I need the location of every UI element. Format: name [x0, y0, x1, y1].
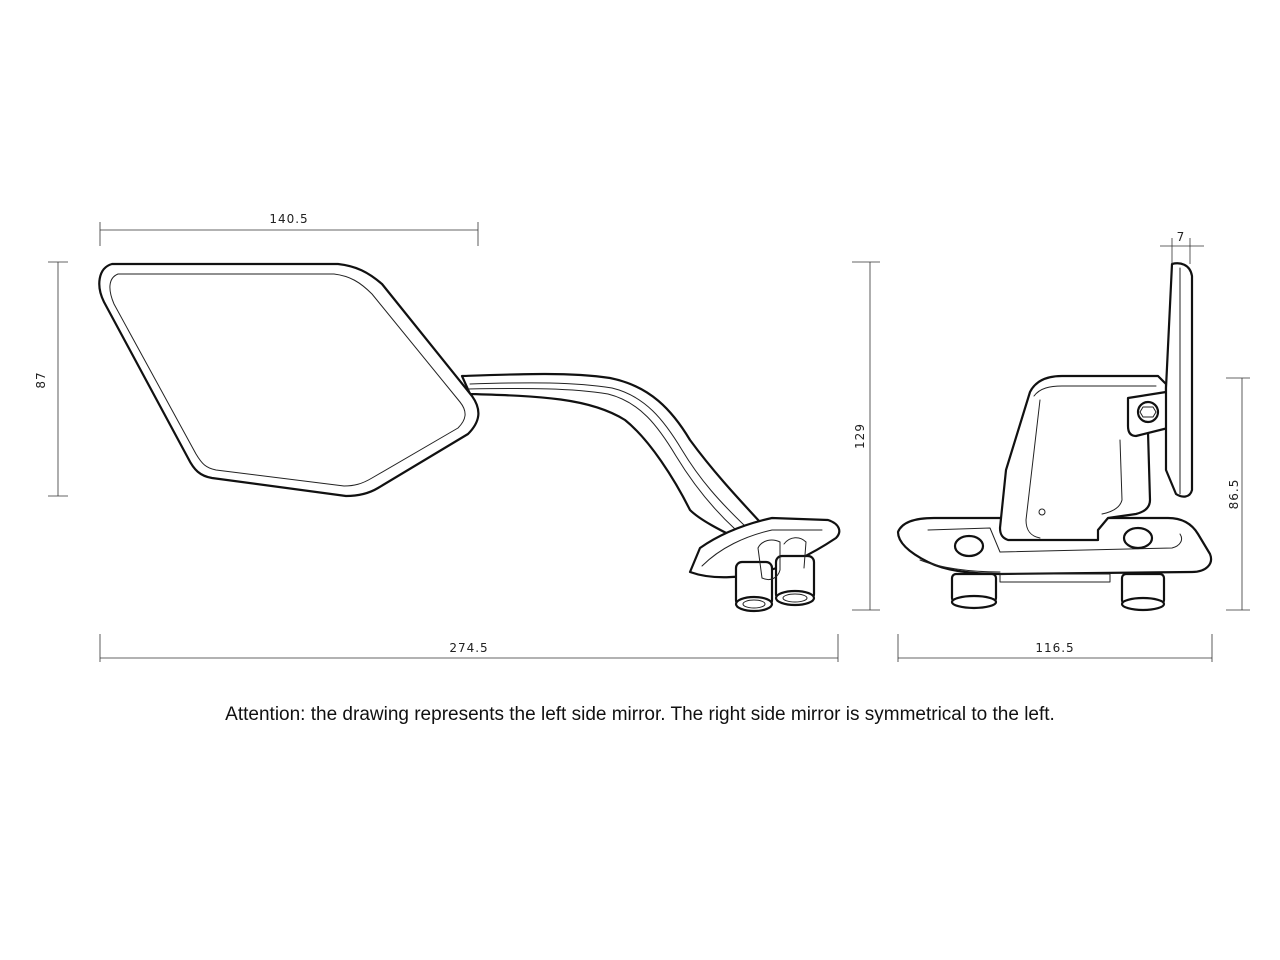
dim-base-height: 86.5: [1226, 377, 1250, 611]
hex-bolt: [1136, 400, 1160, 424]
dim-base-height-label: 86.5: [1227, 479, 1241, 510]
side-foot-left: [950, 572, 998, 610]
dim-total-height-label: 129: [853, 423, 867, 449]
dim-side-width: 116.5: [897, 634, 1213, 662]
plate-hole-left: [953, 534, 985, 558]
attention-note: Attention: the drawing represents the le…: [225, 704, 1055, 725]
mirror-stem: [460, 372, 762, 542]
dim-side-width-label: 116.5: [1035, 641, 1074, 655]
mirror-head: [98, 262, 480, 498]
front-view: [98, 262, 841, 613]
dim-glass-thickness-label: 7: [1177, 230, 1186, 244]
side-mirror-glass: [1164, 262, 1194, 498]
side-arm-body: [998, 374, 1168, 542]
dim-total-width: 274.5: [99, 634, 839, 662]
bolt-right: [774, 554, 816, 607]
plate-hole-right: [1122, 526, 1154, 550]
dim-total-height: 129: [852, 261, 880, 611]
bolt-left: [734, 560, 774, 613]
dim-total-width-label: 274.5: [449, 641, 488, 655]
mirror-glass-edge: [109, 273, 466, 487]
dim-mirror-width: 140.5: [99, 212, 479, 246]
dim-mirror-width-label: 140.5: [269, 212, 308, 226]
side-foot-right: [1120, 572, 1166, 612]
dim-mirror-height-label: 87: [34, 371, 48, 388]
dim-glass-thickness: 7: [1160, 230, 1204, 264]
dim-mirror-height: 87: [34, 261, 68, 497]
side-view: [896, 262, 1213, 612]
